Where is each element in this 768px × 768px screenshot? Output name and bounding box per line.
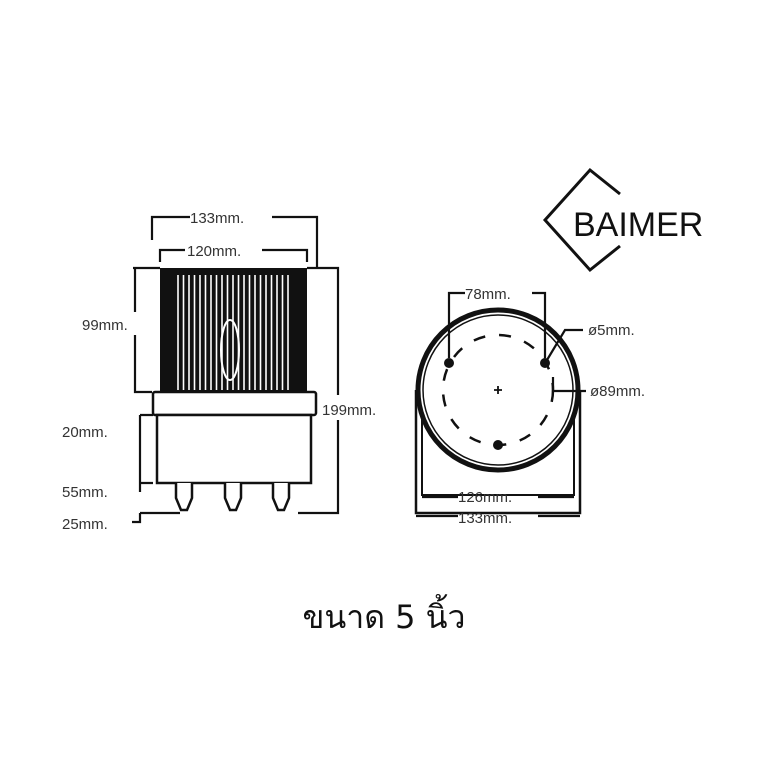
label-width-total: 133mm.: [190, 210, 244, 227]
terminals: [174, 483, 291, 512]
mount-holes: [444, 358, 550, 450]
dim-99: [133, 266, 160, 394]
base: [155, 413, 313, 485]
label-height-terminal: 25mm.: [62, 516, 108, 533]
dim-199: [298, 266, 340, 515]
band: [151, 390, 318, 417]
bracket: [414, 390, 582, 515]
lens-dome: [160, 268, 307, 392]
label-hole-spacing: 78mm.: [465, 286, 511, 303]
label-height-band: 20mm.: [62, 424, 108, 441]
label-width-lens: 120mm.: [187, 243, 241, 260]
brand-name: BAIMER: [573, 206, 703, 244]
bottom-view: 78mm. ø5mm. ø89mm. 126mm. 133mm.: [414, 286, 645, 527]
size-title: ขนาด 5 นิ้ว: [302, 598, 466, 636]
label-hole-diameter: ø5mm.: [588, 322, 635, 339]
label-inner-width: 126mm.: [458, 489, 512, 506]
side-view: 133mm. 120mm. 99mm. 20mm. 55mm. 25mm. 19…: [62, 210, 376, 533]
brand-logo: BAIMER: [542, 167, 703, 273]
leader-bolt-circle: [551, 377, 586, 393]
dim-78: [447, 291, 547, 358]
label-height-total: 199mm.: [322, 402, 376, 419]
dim-133-top: [150, 215, 319, 268]
label-height-lens: 99mm.: [82, 317, 128, 334]
center-mark: [494, 386, 502, 394]
leader-hole: [546, 328, 583, 361]
label-outer-width: 133mm.: [458, 510, 512, 527]
label-bolt-circle: ø89mm.: [590, 383, 645, 400]
dim-20-55: [132, 413, 180, 524]
dim-120: [158, 248, 309, 262]
label-height-base: 55mm.: [62, 484, 108, 501]
